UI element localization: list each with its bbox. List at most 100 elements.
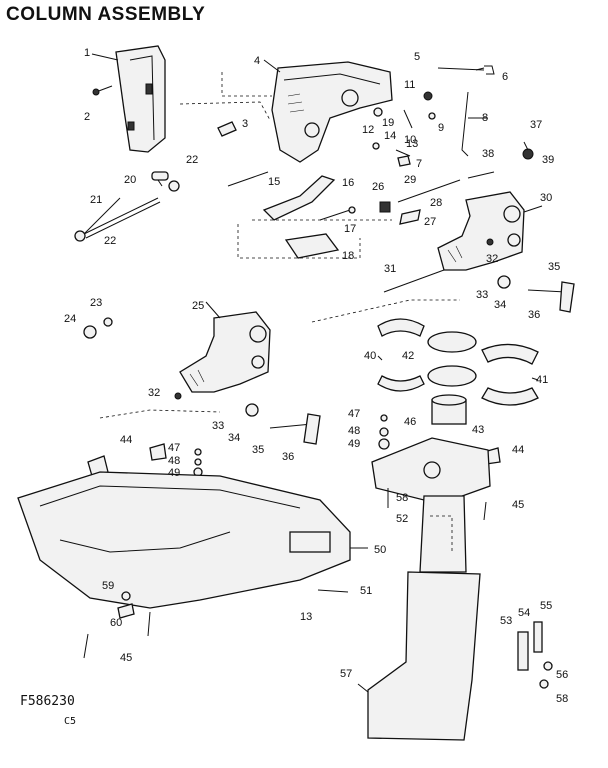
parts-53-56-brackets [517, 621, 553, 689]
parts-59-60-clips [117, 591, 135, 619]
part-20-bushing [151, 171, 169, 181]
callout-37: 37 [530, 119, 542, 131]
part-30-clamp-bracket-right [437, 191, 525, 271]
callout-47b: 47 [168, 442, 180, 454]
callout-58b: 58 [556, 693, 568, 705]
callout-44a: 44 [120, 434, 132, 446]
part-22-washers [74, 180, 180, 242]
callout-52: 52 [396, 513, 408, 525]
callout-50: 50 [374, 544, 386, 556]
callout-18: 18 [342, 250, 354, 262]
callout-42: 42 [402, 350, 414, 362]
callout-17: 17 [344, 223, 356, 235]
callout-54: 54 [518, 607, 530, 619]
callout-3: 3 [242, 118, 248, 130]
callout-11: 11 [404, 79, 415, 91]
leader-lines [83, 53, 543, 693]
callout-15: 15 [268, 176, 280, 188]
part-42-bearings [427, 331, 477, 387]
callout-40: 40 [364, 350, 376, 362]
callout-48b: 48 [168, 455, 180, 467]
parts-47-49-washers [193, 414, 390, 477]
part-57-exhaust-housing [367, 495, 481, 741]
callout-47a: 47 [348, 408, 360, 420]
callout-38: 38 [482, 148, 494, 160]
part-4-swivel-bracket [271, 61, 393, 163]
callout-56: 56 [556, 669, 568, 681]
callout-46: 46 [404, 416, 416, 428]
part-17-bolt [319, 206, 356, 221]
page-code: C5 [64, 716, 77, 727]
callout-10: 10 [404, 134, 416, 146]
callout-58a: 58 [396, 492, 408, 504]
part-45-screws [83, 501, 487, 659]
callout-9: 9 [438, 122, 444, 134]
callout-labels: 1 2 3 4 5 6 7 8 9 10 11 12 13 13 14 15 1… [64, 47, 568, 705]
callout-13a: 13 [406, 138, 418, 150]
callout-45a: 45 [120, 652, 132, 664]
diagram-title: COLUMN ASSEMBLY [6, 4, 206, 25]
part-50-lower-cowl [17, 471, 351, 609]
callout-35b: 35 [252, 444, 264, 456]
parts-32-39-right-hardware [486, 148, 575, 313]
callout-57: 57 [340, 668, 352, 680]
callout-29: 29 [404, 174, 416, 186]
callout-59: 59 [102, 580, 114, 592]
part-41-bushing-halves [481, 343, 539, 406]
callout-27: 27 [424, 216, 436, 228]
part-6-clip [484, 65, 495, 75]
callout-48a: 48 [348, 425, 360, 437]
figure-code: F586230 [20, 694, 75, 709]
callout-8: 8 [482, 112, 488, 124]
part-40-bushing-halves [377, 318, 425, 392]
part-21-rod [83, 197, 161, 239]
callout-34a: 34 [494, 299, 506, 311]
callout-53: 53 [500, 615, 512, 627]
callout-32a: 32 [486, 253, 498, 265]
callout-30: 30 [540, 192, 552, 204]
callout-13b: 13 [300, 611, 312, 623]
callout-51: 51 [360, 585, 372, 597]
part-1-column-cover [115, 45, 166, 153]
callout-34b: 34 [228, 432, 240, 444]
parts-23-24-nut-washer [83, 317, 113, 339]
callout-43: 43 [472, 424, 484, 436]
callout-49b: 49 [168, 467, 180, 479]
callout-31: 31 [384, 263, 396, 275]
parts-9-14-small-hardware [372, 91, 436, 167]
part-31-rod [383, 269, 445, 293]
callout-33b: 33 [212, 420, 224, 432]
callout-36b: 36 [282, 451, 294, 463]
part-51-screw [317, 589, 349, 593]
part-27-plate [399, 209, 421, 225]
part-15-pin [227, 171, 269, 187]
callout-22a: 22 [186, 154, 198, 166]
part-25-clamp-bracket-left [179, 311, 271, 393]
callout-44b: 44 [512, 444, 524, 456]
callout-19: 19 [382, 117, 394, 129]
callout-26: 26 [372, 181, 384, 193]
callout-24: 24 [64, 313, 76, 325]
callout-7: 7 [416, 158, 422, 170]
callout-35a: 35 [548, 261, 560, 273]
callout-20: 20 [124, 174, 136, 186]
callout-25: 25 [192, 300, 204, 312]
callout-5: 5 [414, 51, 420, 63]
part-8-link-rod [461, 91, 469, 157]
callout-33a: 33 [476, 289, 488, 301]
assembly-guide-lines [99, 72, 460, 552]
part-29-rod [397, 171, 495, 203]
callout-22b: 22 [104, 235, 116, 247]
callout-21: 21 [90, 194, 102, 206]
callout-23: 23 [90, 297, 102, 309]
part-18-plate [284, 233, 340, 259]
parts-32-36-left-hardware [174, 392, 321, 445]
part-3-clip [217, 121, 237, 137]
callout-1: 1 [84, 47, 90, 59]
callout-14: 14 [384, 130, 396, 142]
callout-41: 41 [536, 374, 548, 386]
part-2-screw [92, 85, 113, 96]
callout-6: 6 [502, 71, 508, 83]
part-46-head-plate [371, 437, 491, 505]
